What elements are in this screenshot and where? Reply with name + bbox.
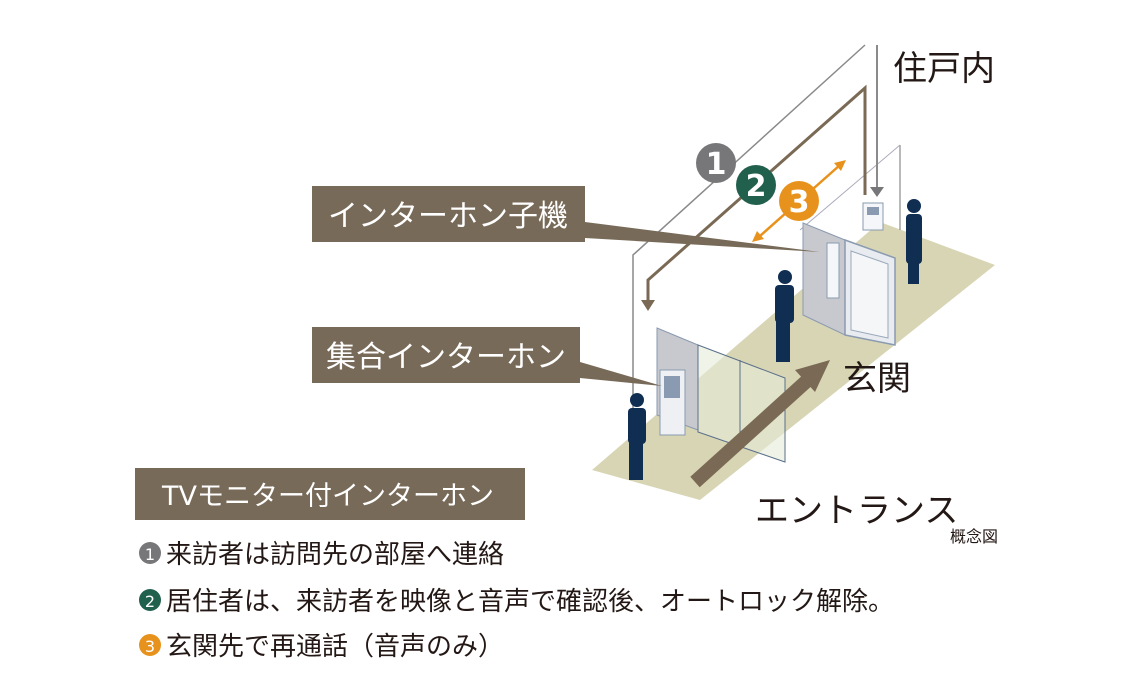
- legend-1-badge: [139, 542, 161, 564]
- person-icon: [906, 199, 922, 284]
- monitor-screen: [867, 207, 879, 215]
- wall-line: [799, 144, 901, 231]
- step-3-num: 3: [789, 185, 810, 220]
- arrow-head-icon: [795, 360, 830, 392]
- legend-3-num: 3: [145, 637, 155, 656]
- handset-callout-box: [312, 186, 585, 242]
- legend-2-text: 居住者は、来訪者を映像と音声で確認後、オートロック解除。: [166, 587, 894, 617]
- direction-arrow: [690, 372, 815, 488]
- step-2-badge: [736, 165, 776, 205]
- inside-unit-label: 住戸内: [893, 49, 995, 89]
- arrow-down-icon: [870, 187, 884, 197]
- floor: [592, 222, 995, 500]
- legend-1-text: 来訪者は訪問先の部屋へ連絡: [166, 540, 504, 570]
- step-3-badge: [779, 181, 819, 221]
- collective-callout-box: [312, 327, 580, 383]
- arrow-down-icon: [641, 300, 655, 311]
- collective-callout: 集合インターホン: [326, 340, 566, 375]
- callout-pointer: [585, 222, 820, 252]
- step-1-num: 1: [706, 147, 727, 182]
- legend-3-text: 玄関先で再通話（音声のみ）: [166, 632, 504, 662]
- arrow-icon: [834, 160, 846, 171]
- legend-2-badge: [139, 589, 161, 611]
- door-intercom: [826, 242, 840, 299]
- unit-door-panel: [850, 250, 889, 339]
- legend-3-badge: [139, 634, 161, 656]
- legend-2-num: 2: [145, 592, 155, 611]
- person-icon: [775, 270, 794, 362]
- step-1-badge: [696, 143, 736, 183]
- tv-title: TVモニター付インターホン: [161, 481, 494, 512]
- arrow-icon: [752, 231, 764, 242]
- callout-pointer: [580, 362, 662, 386]
- person-icon: [628, 393, 646, 480]
- legend-1-num: 1: [145, 545, 155, 564]
- intercom-keypad: [664, 376, 680, 398]
- step-2-num: 2: [746, 169, 767, 204]
- entrance-hall-label: 玄関: [843, 359, 911, 399]
- tv-title-box: [135, 468, 525, 520]
- handset-callout: インターホン子機: [328, 199, 568, 234]
- concept-label: 概念図: [950, 527, 998, 546]
- entrance-label: エントランス: [755, 491, 958, 531]
- entrance-glass-door: [697, 344, 786, 463]
